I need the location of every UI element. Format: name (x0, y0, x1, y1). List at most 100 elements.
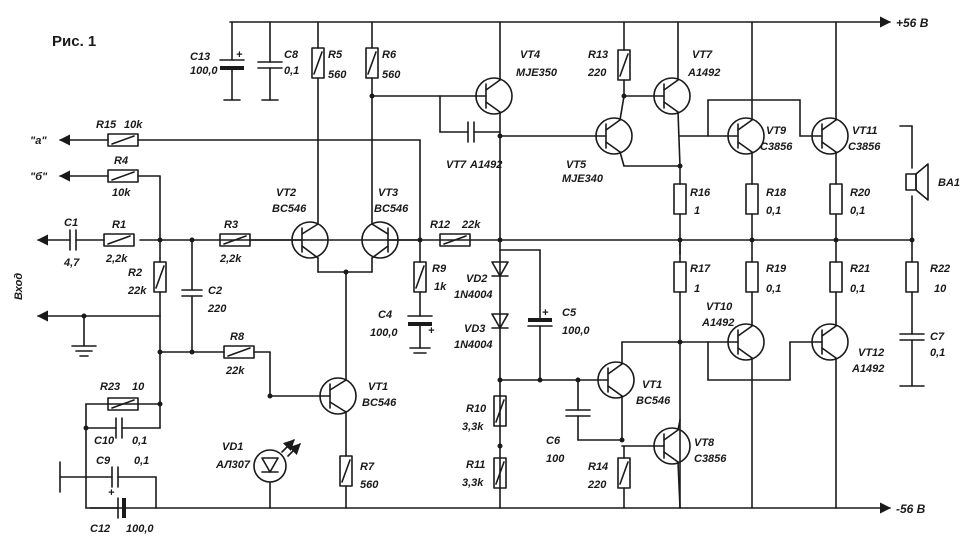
VT11-value: C3856 (848, 141, 881, 153)
C1-value: 4,7 (63, 257, 80, 269)
C8-ref: C8 (284, 49, 299, 61)
VD1: VD1 АЛ307 (215, 439, 301, 509)
R3-ref: R3 (224, 219, 238, 231)
R19: R19 0,1 (745, 261, 787, 323)
C12: + C12 100,0 (85, 487, 154, 535)
VT7: VT7 A1492 VT7 (653, 21, 691, 167)
C5: + C5 100,0 (499, 249, 590, 381)
R2: R2 22k (127, 261, 167, 317)
VD2-ref: VD2 (466, 273, 487, 285)
VT8-ref: VT8 (694, 437, 715, 449)
R14: R14 220 (587, 445, 631, 509)
VT2-value: BC546 (272, 203, 307, 215)
VT11: VT11 C3856 (799, 21, 881, 185)
C13-ref: C13 (190, 51, 210, 63)
R23-value: 10 (132, 381, 145, 393)
VT8: VT8 C3856 (621, 419, 727, 509)
R16-ref: R16 (690, 187, 711, 199)
R2-value: 22k (127, 285, 147, 297)
C6: C6 100 (546, 379, 623, 465)
VT11-ref: VT11 (852, 125, 877, 137)
R20: R20 0,1 (829, 183, 871, 263)
VT2: VT2 BC546 (272, 187, 329, 259)
R16-value: 1 (694, 205, 700, 217)
VT12-value: A1492 (851, 363, 884, 375)
R4-ref: R4 (114, 155, 128, 167)
C13-value: 100,0 (190, 65, 218, 77)
VD3: VD3 1N4004 (454, 313, 509, 351)
R10: R10 3,3k (462, 395, 507, 433)
VT1-ref-text: VT1 (368, 381, 388, 393)
R1: R1 2,2k (103, 219, 135, 265)
R22: R22 10 (905, 239, 950, 335)
C4-value: 100,0 (370, 327, 398, 339)
negative-rail-label: -56 В (896, 502, 926, 516)
C5-value: 100,0 (562, 325, 590, 337)
R19-value: 0,1 (766, 283, 781, 295)
C7-value: 0,1 (930, 347, 945, 359)
R18-value: 0,1 (766, 205, 781, 217)
svg-text:+: + (542, 307, 549, 319)
C8-value: 0,1 (284, 65, 299, 77)
R13-ref: R13 (588, 49, 608, 61)
R3-value: 2,2k (219, 253, 242, 265)
R22-ref: R22 (930, 263, 950, 275)
C6-ref: C6 (546, 435, 561, 447)
C12-ref: C12 (90, 523, 110, 535)
C3-value: A1492 (469, 159, 502, 171)
VT8-value: C3856 (694, 453, 727, 465)
R12: R12 22k (430, 219, 481, 247)
R20-value: 0,1 (850, 205, 865, 217)
VT1-value-text: BC546 (362, 397, 397, 409)
R7-ref: R7 (360, 461, 375, 473)
R13-value: 220 (587, 67, 607, 79)
R23: R23 10 (85, 381, 161, 411)
VT6-value: BC546 (636, 395, 671, 407)
VT9-ref: VT9 (766, 125, 787, 137)
R7-value: 560 (360, 479, 379, 491)
VT10-value: A1492 (701, 317, 734, 329)
R16: R16 1 (673, 165, 711, 255)
R15-value: 10k (124, 119, 143, 131)
R6: R6 560 (365, 21, 401, 225)
io-a-label: "а" (30, 135, 47, 147)
VT3-ref: VT3 (378, 187, 398, 199)
VT4: VT4 MJE350 (439, 21, 558, 509)
R12-ref: R12 (430, 219, 450, 231)
C9: C9 0,1 (96, 455, 157, 509)
C9-value: 0,1 (134, 455, 149, 467)
C2-ref: C2 (208, 285, 222, 297)
R17-ref: R17 (690, 263, 711, 275)
R1-value: 2,2k (105, 253, 128, 265)
R6-ref: R6 (382, 49, 397, 61)
R11: R11 3,3k (462, 457, 507, 489)
positive-rail: +56 В (229, 16, 929, 30)
R7: R7 560 (339, 455, 379, 509)
VD1-value: АЛ307 (215, 459, 251, 471)
R10-ref: R10 (466, 403, 487, 415)
R15: R15 10k "а" (30, 119, 421, 263)
C10-value: 0,1 (132, 435, 147, 447)
C4: + C4 100,0 (370, 309, 435, 354)
VT6: VT1 BC546 (597, 341, 681, 441)
C10-ref: C10 (94, 435, 115, 447)
figure-title: Рис. 1 (52, 33, 96, 50)
C7-ref: C7 (930, 331, 945, 343)
R12-value: 22k (461, 219, 481, 231)
R8-value: 22k (225, 365, 245, 377)
R9-value: 1k (434, 281, 447, 293)
R13: R13 220 (587, 21, 631, 97)
R14-ref: R14 (588, 461, 608, 473)
VT12: VT12 A1492 (789, 321, 884, 509)
R20-ref: R20 (850, 187, 871, 199)
BA1-ref: BA1 (938, 177, 960, 189)
R23-ref: R23 (100, 381, 120, 393)
VT12-ref: VT12 (858, 347, 884, 359)
VT9-value: C3856 (760, 141, 793, 153)
VT6-ref: VT1 (642, 379, 662, 391)
VD3-value: 1N4004 (454, 339, 493, 351)
C13: + C13 100,0 (190, 21, 245, 101)
VT10: VT10 A1492 (701, 301, 765, 509)
R8-ref: R8 (230, 331, 245, 343)
R5: R5 560 (311, 21, 347, 225)
